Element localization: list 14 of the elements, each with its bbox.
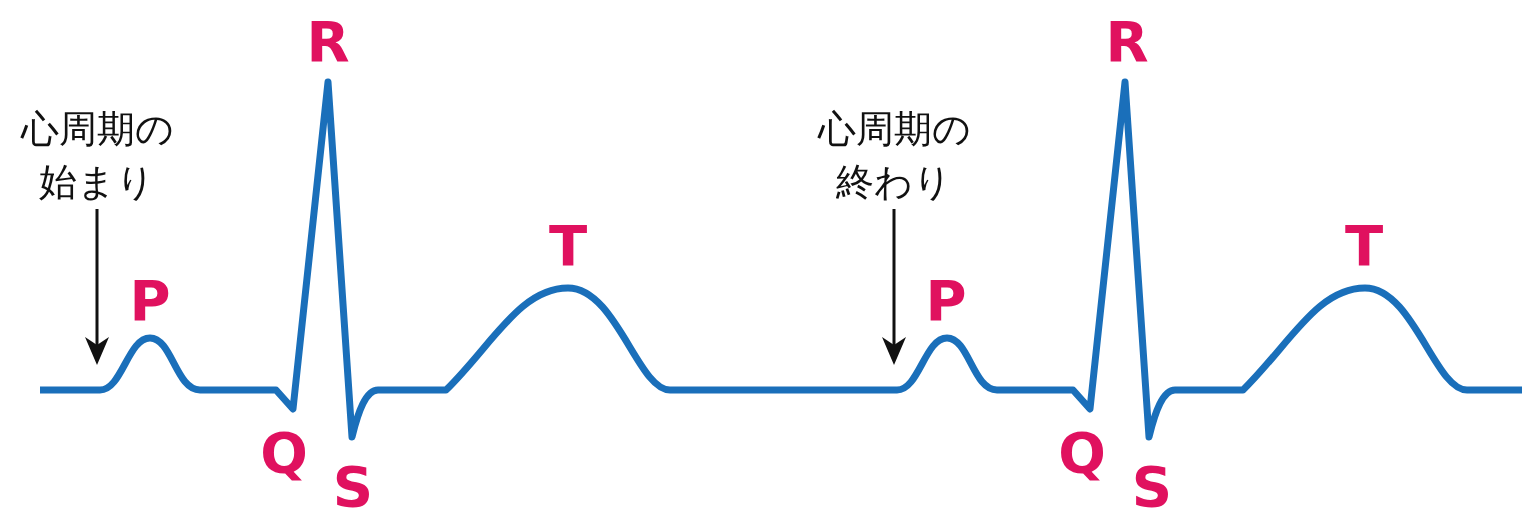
wave-label: R [1105, 14, 1149, 70]
wave-label: Q [1058, 425, 1106, 481]
wave-label: P [925, 273, 967, 329]
wave-label: P [129, 273, 171, 329]
annotation-text: 心周期の始まり [18, 103, 176, 209]
arrow [85, 209, 109, 365]
wave-label: S [1131, 459, 1173, 515]
wave-label: T [548, 218, 588, 274]
wave-label: S [332, 459, 374, 515]
wave-label: R [306, 14, 350, 70]
wave-label: T [1344, 218, 1384, 274]
annotation-text: 心周期の終わり [815, 103, 973, 209]
wave-label: Q [260, 425, 308, 481]
arrow [882, 209, 906, 365]
